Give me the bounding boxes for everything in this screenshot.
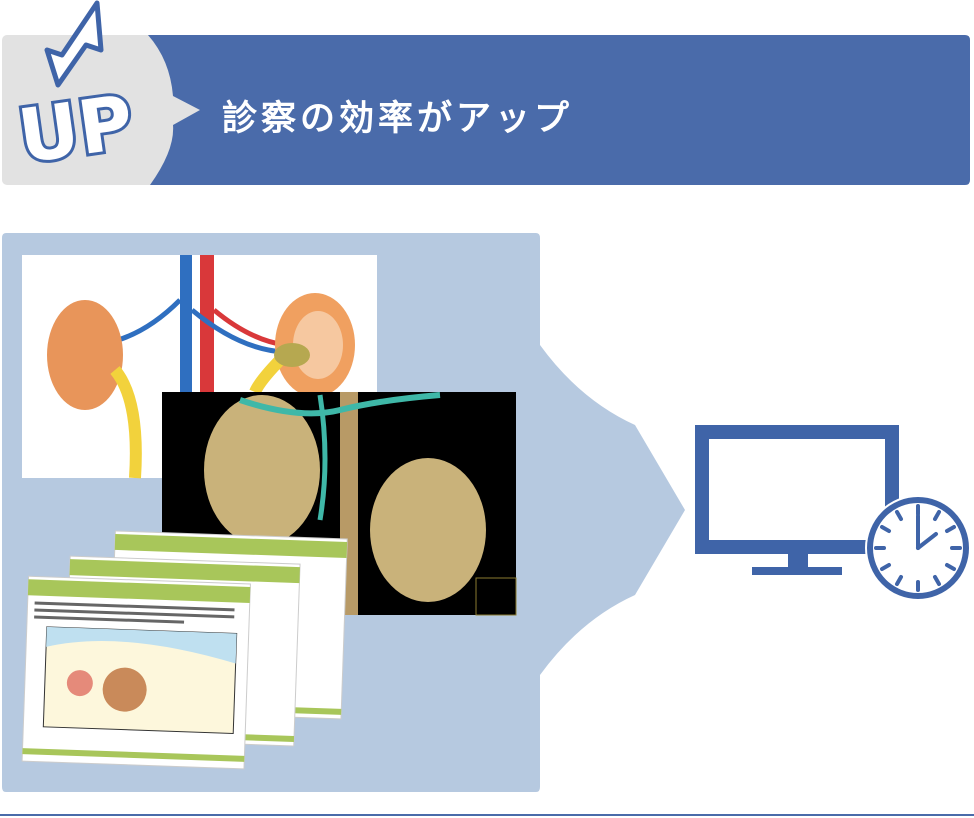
banner-bar — [148, 35, 970, 185]
banner: UP — [2, 0, 970, 185]
clock-icon — [865, 495, 971, 601]
up-arrow-icon — [44, 0, 104, 88]
slide-stack — [21, 530, 348, 770]
monitor-icon — [695, 425, 899, 575]
banner-headline: 診察の効率がアップ — [222, 99, 574, 139]
up-badge-text: UP — [13, 79, 138, 180]
